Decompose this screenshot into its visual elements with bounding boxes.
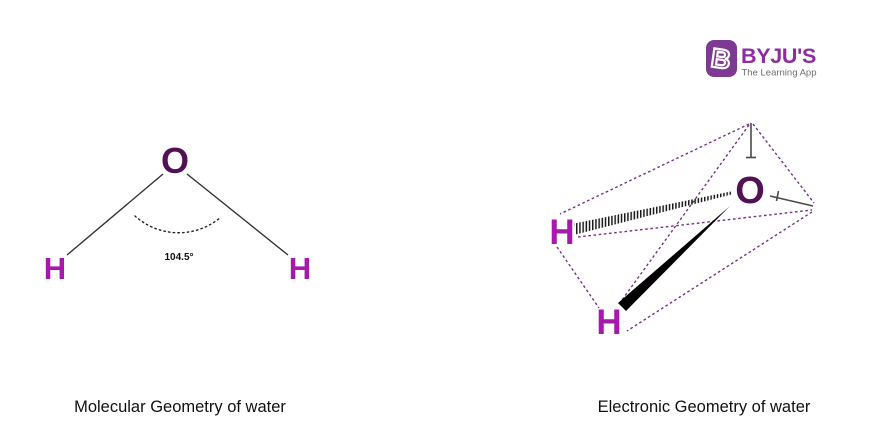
hydrogen-right-label: H	[289, 251, 311, 286]
byjus-logo: B BYJU'S The Learning App	[706, 40, 817, 79]
byjus-badge-letter: B	[709, 43, 732, 75]
byjus-brand-name: BYJU'S	[741, 44, 816, 68]
tetrahedron-edge-left-bottom	[556, 246, 600, 309]
electronic-geometry-diagram: O H H Electronic Geometry of water	[549, 123, 815, 416]
byjus-badge-icon	[706, 40, 737, 77]
tetrahedron-edge-top-left	[559, 123, 750, 215]
oh-bond-right	[186, 173, 289, 256]
hydrogen-left-label: H	[549, 213, 574, 252]
byjus-tagline: The Learning App	[742, 68, 817, 79]
hash-bond-oxygen-hydrogen-left	[573, 191, 732, 235]
tetrahedron-edge-top-bottom	[618, 124, 750, 305]
molecular-geometry-caption: Molecular Geometry of water	[74, 398, 286, 416]
bond-angle-label: 104.5°	[164, 252, 193, 263]
oxygen-atom-label: O	[735, 170, 765, 212]
molecular-geometry-diagram: O H H 104.5° Molecular Geometry of water	[44, 140, 311, 416]
hydrogen-left-label: H	[44, 251, 66, 286]
oxygen-atom-label: O	[161, 140, 189, 181]
tetrahedron-edge-top-right	[752, 123, 815, 204]
electronic-geometry-caption: Electronic Geometry of water	[598, 398, 811, 416]
lone-pair-right-tick	[775, 190, 780, 202]
tetrahedron-edge-right-bottom	[626, 211, 813, 332]
oh-bond-left	[66, 173, 164, 256]
wedge-bond-oxygen-hydrogen-bottom	[618, 206, 730, 311]
hydrogen-bottom-label: H	[596, 303, 621, 342]
bond-angle-arc	[134, 215, 222, 234]
